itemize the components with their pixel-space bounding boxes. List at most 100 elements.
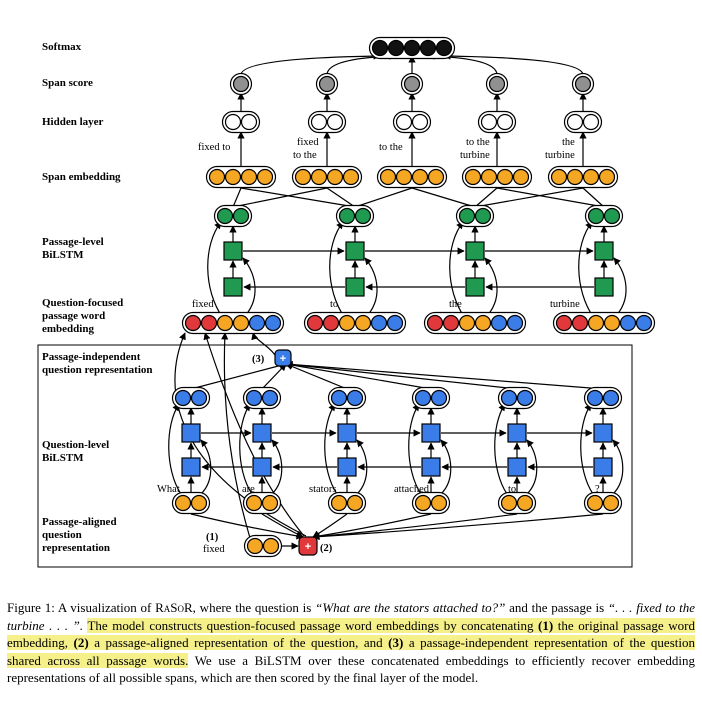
hidden-layer-node-unit — [326, 113, 344, 131]
question-word-embedding-node-unit — [602, 494, 620, 512]
question-bilstm-output-node-unit — [330, 389, 348, 407]
green-to-span-edge — [240, 187, 356, 208]
question-lstm-forward-cell — [593, 423, 613, 443]
span-embedding-node-unit — [342, 168, 360, 186]
question-word-embedding-node-unit — [500, 494, 518, 512]
label-span-score: Span score — [42, 77, 93, 89]
question-lstm-backward-cell — [181, 457, 201, 477]
question-emb-to-aligned-edge — [261, 513, 304, 538]
hidden-layer-node-unit — [411, 113, 429, 131]
span-embedding-node-unit — [582, 168, 600, 186]
question-focused-embedding-node-unit — [322, 314, 340, 332]
span-embedding-node-unit — [379, 168, 397, 186]
caption-part: and the passage is — [505, 600, 608, 615]
passage-lstm-backward-cell — [223, 277, 243, 297]
label-question-focused-1: Question-focused — [42, 297, 123, 309]
question-focused-embedding-node-unit — [200, 314, 218, 332]
question-curve-left-edge — [408, 403, 422, 495]
question-curve-right-edge — [612, 439, 624, 495]
question-bilstm-output-node-unit — [500, 389, 518, 407]
question-word-2: stators — [309, 484, 336, 495]
label-passage-independent-1: Passage-independent — [42, 351, 141, 363]
span-score-node-unit — [403, 75, 421, 93]
question-word-embedding-node-unit — [414, 494, 432, 512]
span-embedding-node-unit — [550, 168, 568, 186]
green-to-span-edge — [411, 187, 476, 208]
caption-part: S — [170, 600, 178, 615]
question-focused-embedding-node-unit — [216, 314, 234, 332]
label-question-focused-2: passage word — [42, 310, 105, 322]
question-module-box — [37, 344, 633, 568]
label-question-bilstm-2: BiLSTM — [42, 452, 84, 464]
caption-passage: “. . . fixed to the turbine . . . ”. — [7, 600, 695, 633]
aligned-to-embedding-edge — [203, 332, 305, 537]
span-label-1-line-1: to the — [293, 150, 317, 161]
caption-part: R, where the question is — [184, 600, 316, 615]
question-word-embedding-node-unit — [516, 494, 534, 512]
passage-curve-right-edge — [242, 257, 256, 319]
question-bilstm-output-node-unit — [245, 389, 263, 407]
span-embedding-node-unit — [326, 168, 344, 186]
span-embedding-node-unit — [512, 168, 530, 186]
question-focused-embedding-node-unit — [506, 314, 524, 332]
passage-curve-left-edge — [449, 221, 466, 319]
span-score-node-unit — [318, 75, 336, 93]
label-passage-independent-2: question representation — [42, 364, 153, 376]
question-bilstm-output-node-unit — [516, 389, 534, 407]
label-question-focused-3: embedding — [42, 323, 94, 335]
span-score-node-unit — [488, 75, 506, 93]
span-embedding-node-unit — [464, 168, 482, 186]
question-curve-left-edge — [168, 403, 182, 495]
passage-curve-right-edge — [364, 257, 378, 319]
question-focused-embedding-node-unit — [306, 314, 324, 332]
question-lstm-backward-cell — [593, 457, 613, 477]
question-word-1: are — [242, 484, 255, 495]
question-focused-embedding-node-unit — [386, 314, 404, 332]
label-passage-bilstm-2: BiLSTM — [42, 249, 84, 261]
label-passage-aligned-3: representation — [42, 542, 110, 554]
caption-highlight: The model constructs question-focused pa… — [87, 617, 539, 633]
plus-icon: + — [305, 541, 311, 553]
passage-independent-plus-node — [274, 349, 292, 367]
question-lstm-forward-cell — [421, 423, 441, 443]
question-focused-embedding-node-unit — [619, 314, 637, 332]
question-focused-embedding-node-unit — [354, 314, 372, 332]
question-to-independent-edge — [261, 363, 287, 390]
passage-curve-left-edge — [578, 221, 595, 319]
span-embedding-node-unit — [566, 168, 584, 186]
nodes: ++ — [171, 36, 656, 558]
span-embedding-node-unit — [256, 168, 274, 186]
passage-word-2: the — [449, 299, 462, 310]
marker-1: (1) — [206, 532, 219, 543]
passage-bilstm-output-node-unit — [338, 207, 356, 225]
question-to-independent-edge — [285, 360, 604, 390]
marker-1-word: fixed — [203, 544, 225, 555]
question-lstm-backward-cell — [507, 457, 527, 477]
label-passage-aligned-1: Passage-aligned — [42, 516, 117, 528]
passage-curve-right-edge — [613, 257, 627, 319]
question-curve-left-edge — [580, 403, 594, 495]
question-bilstm-output-node-unit — [346, 389, 364, 407]
question-word-embedding-node-unit — [430, 494, 448, 512]
question-word-embedding-node-unit — [174, 494, 192, 512]
question-bilstm-output-node-unit — [190, 389, 208, 407]
question-focused-embedding-node-unit — [635, 314, 653, 332]
question-focused-embedding-node-unit — [555, 314, 573, 332]
softmax-node-unit — [371, 39, 389, 57]
softmax-node-unit — [419, 39, 437, 57]
question-lstm-backward-cell — [421, 457, 441, 477]
span-label-1-line-0: fixed — [297, 137, 319, 148]
passage-word-1: to — [330, 299, 338, 310]
question-emb-to-aligned-edge — [190, 513, 304, 540]
caption-highlight: a passage-aligned representation of the … — [88, 635, 389, 650]
hidden-layer-node-unit — [224, 113, 242, 131]
caption-question: “What are the stators attached to?” — [315, 600, 506, 615]
passage-bilstm-output-node-unit — [232, 207, 250, 225]
question-bilstm-output-node-unit — [414, 389, 432, 407]
question-bilstm-output-node-unit — [174, 389, 192, 407]
passage-lstm-forward-cell — [223, 241, 243, 261]
hidden-layer-node-unit — [566, 113, 584, 131]
label-span-embedding: Span embedding — [42, 171, 121, 183]
question-to-independent-edge — [190, 362, 287, 390]
softmax-node-unit — [435, 39, 453, 57]
